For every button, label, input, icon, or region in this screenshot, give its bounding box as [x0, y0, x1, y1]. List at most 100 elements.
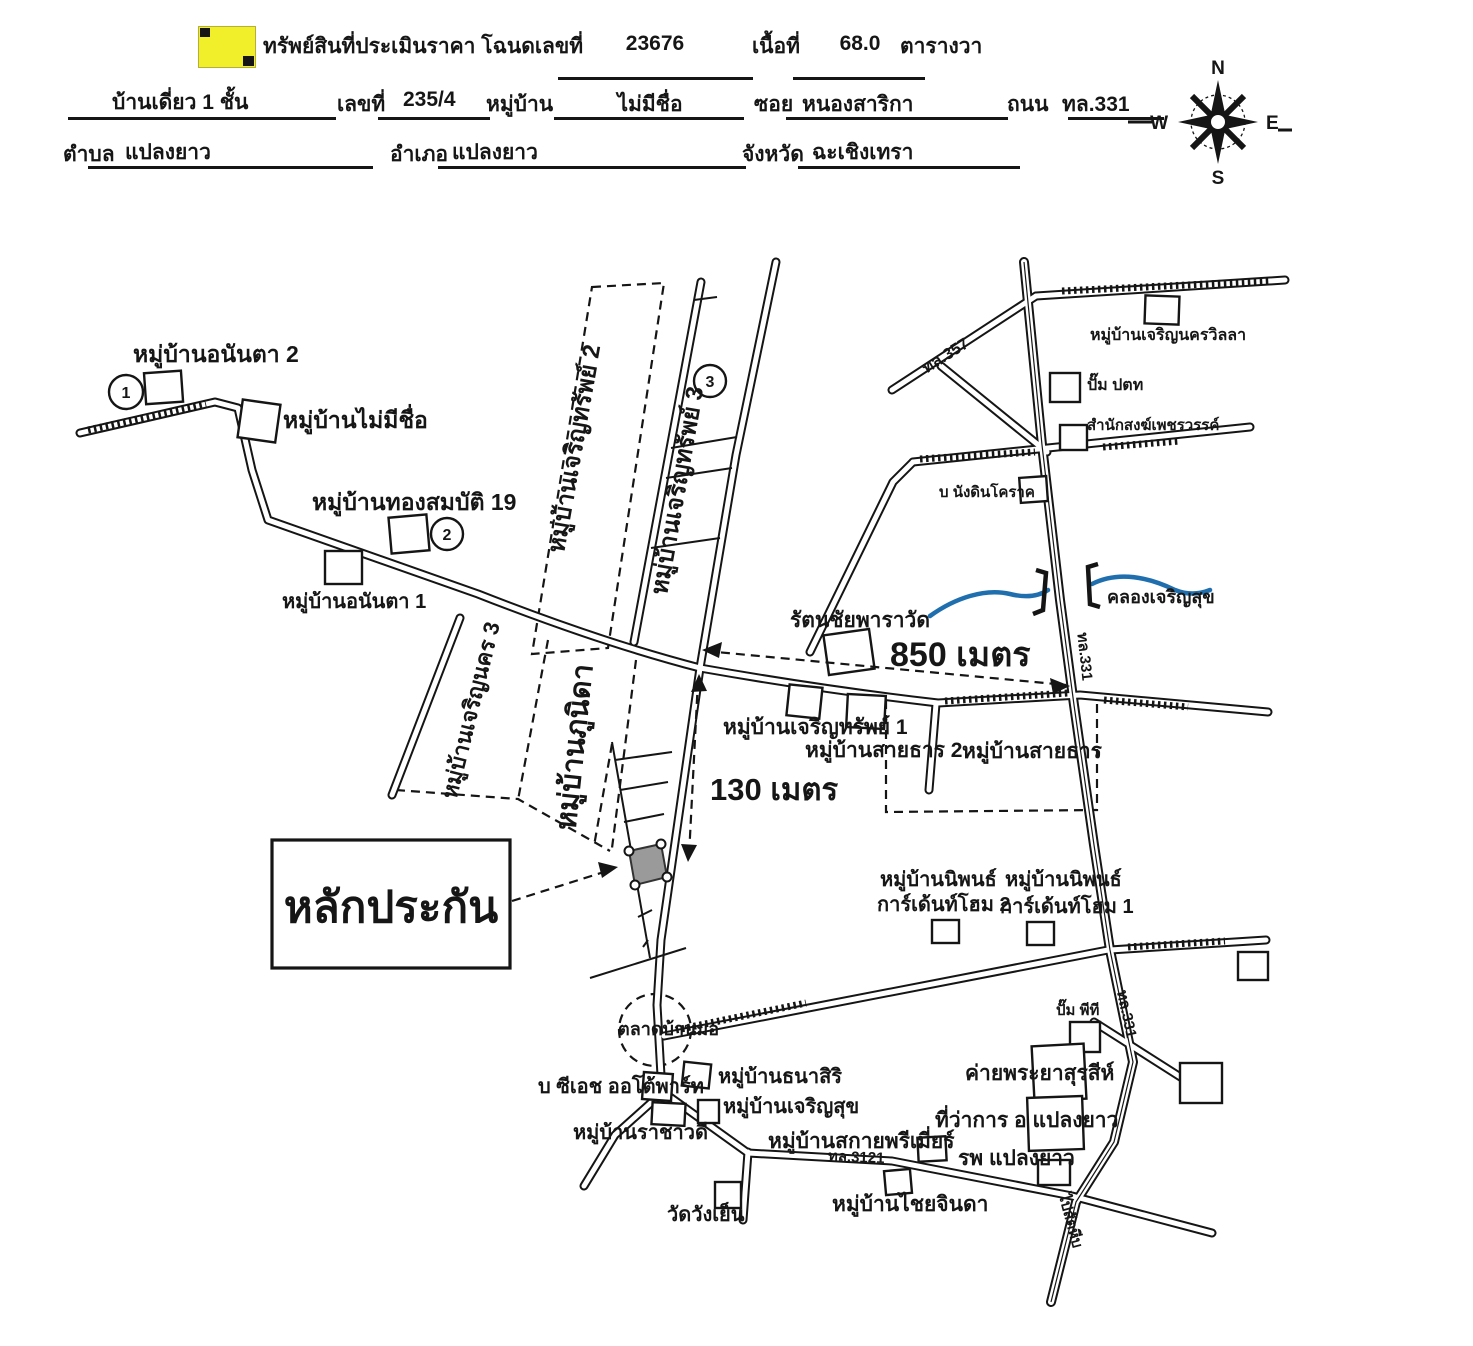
- label-village: หมู่บ้านเจริญทรัพย์ 3: [645, 384, 710, 597]
- building-square: [822, 627, 876, 677]
- building-square: [1068, 1020, 1102, 1054]
- compass-hub: [1209, 113, 1227, 131]
- underline: [1068, 117, 1164, 120]
- building-square: [882, 1167, 914, 1197]
- building-square: [1017, 474, 1050, 505]
- building-square: [1025, 920, 1056, 947]
- village-label: หมู่บ้าน: [486, 93, 554, 116]
- label-village: หมู่บ้านเจริญทรัพย์ 1: [723, 715, 908, 741]
- label-village: หมู่บ้านไชยจินดา: [832, 1191, 988, 1218]
- label-village: หมู่บ้านอนันตา 2: [133, 341, 299, 369]
- house-no-value: 235/4: [403, 88, 456, 111]
- collateral-plot: [627, 842, 669, 887]
- marker-circle-1: [107, 373, 145, 411]
- zone-phunida-edge: [610, 659, 638, 849]
- label-village: หมู่บ้านสายธาร: [962, 739, 1103, 765]
- collateral-callout: หลักประกัน: [270, 838, 512, 970]
- compass-west-label: W: [1150, 113, 1168, 134]
- label-village: หมู่บ้านนิพนธ์: [1005, 868, 1122, 893]
- underline: [378, 117, 490, 120]
- building-square: [1178, 1061, 1224, 1105]
- building-square: [1236, 950, 1270, 982]
- marker-circle-2: [429, 516, 465, 552]
- label-village: การ์เด้นท์โฮม 1: [1000, 894, 1134, 918]
- canal-east: [1089, 574, 1213, 596]
- label-gas-station: ปั๊ม พีที: [1056, 998, 1099, 1019]
- plot-strip-dash: [592, 743, 614, 847]
- compass-east-label: E: [1266, 113, 1279, 134]
- district-label: อำเภอ: [390, 143, 449, 166]
- numbered-markers: 1 2 3: [107, 363, 728, 552]
- underline: [558, 77, 753, 80]
- house-type: บ้านเดี่ยว 1 ชั้น: [112, 91, 249, 114]
- subdistrict-label: ตำบล: [63, 143, 115, 166]
- building-square: [640, 1070, 675, 1103]
- label-village: หมู่บ้านเจริญนครวิลลา: [1090, 326, 1246, 346]
- underline: [554, 117, 744, 120]
- marker-number-3: 3: [706, 374, 715, 391]
- house-no-label: เลขที่: [337, 93, 386, 116]
- marker-circle-3: [692, 363, 728, 399]
- building-square: [844, 692, 888, 731]
- building-square: [650, 1100, 687, 1128]
- label-village: หมู่บ้านไม่มีชื่อ: [283, 403, 428, 435]
- soi-value: หนองสาริกา: [802, 93, 914, 116]
- building-square: [785, 683, 824, 721]
- zone-nakhon3-edge: [516, 639, 550, 801]
- building-square: [713, 1180, 743, 1210]
- building-square: [1036, 1158, 1072, 1187]
- label-village: หมู่บ้านธนาสิริ: [718, 1065, 842, 1090]
- label-distance-850: 850 เมตร: [890, 636, 1031, 674]
- underline: [798, 166, 1020, 169]
- label-village: หมู่บ้านภูนิดา: [550, 662, 600, 831]
- label-place: บ นังดินโคราค: [939, 482, 1035, 501]
- underline: [438, 166, 746, 169]
- marker-number-1: 1: [122, 385, 131, 402]
- label-canal: คลองเจริญสุข: [1107, 587, 1215, 609]
- legend-color-swatch: [198, 26, 256, 68]
- underline: [786, 117, 1008, 120]
- underline: [793, 77, 925, 80]
- building-square: [680, 1060, 713, 1090]
- label-road-331: ทล.331: [1073, 632, 1095, 682]
- zone-saithan: [884, 700, 1099, 814]
- label-village: การ์เด้นท์โฮม 2: [877, 892, 1011, 916]
- soi-label: ซอย: [754, 93, 794, 116]
- deed-number: 23676: [625, 32, 685, 55]
- road-label: ถนน: [1007, 93, 1049, 116]
- building-square: [916, 1135, 948, 1163]
- building-square: [930, 918, 961, 945]
- province-label: จังหวัด: [742, 143, 804, 166]
- label-road-3121: ทล.3121: [828, 1148, 885, 1167]
- label-place: บ ซีเอช ออโต้พาร์ท: [538, 1074, 704, 1098]
- area-unit: ตารางวา: [900, 35, 983, 58]
- bridge-bracket-icon: [1085, 561, 1101, 610]
- road-value: ทล.331: [1062, 93, 1130, 116]
- label-village: หมู่บ้านสกายพรีเมี่ยร์: [768, 1125, 955, 1155]
- label-village: หมู่บ้านอนันตา 1: [282, 590, 426, 615]
- building-square: [1048, 371, 1082, 404]
- label-district-office: ที่ว่าการ อ แปลงยาว: [935, 1104, 1118, 1132]
- buildings: [142, 294, 1270, 1210]
- label-village: หมู่บ้านราชาวดี: [573, 1121, 708, 1146]
- label-temple: วัดวังเย็น: [667, 1201, 745, 1226]
- label-village: หมู่บ้านทองสมบัติ 19: [312, 489, 516, 517]
- label-temple: รัตนชัยพาราวัด: [790, 609, 930, 632]
- label-gas-station: ปั๊ม ปตท: [1087, 372, 1143, 394]
- building-square: [696, 1098, 721, 1125]
- label-village: หมู่บ้านนิพนธ์: [880, 868, 997, 893]
- collateral-box: [270, 838, 512, 970]
- building-square: [1058, 423, 1089, 452]
- bridge-bracket-icon: [1032, 567, 1049, 617]
- zone-charoensap2: [530, 281, 666, 656]
- building-square: [236, 398, 282, 444]
- canal-west: [927, 587, 1051, 619]
- building-square: [323, 549, 364, 586]
- header: ทรัพย์สินที่ประเมินราคา โฉนดเลขที่ 23676…: [0, 0, 1473, 200]
- collateral-label: หลักประกัน: [284, 883, 499, 932]
- plot-strips: [589, 296, 738, 979]
- label-village: หมู่บ้านสายธาร 2: [805, 738, 962, 764]
- label-camp: ค่ายพระยาสุรสีห์: [965, 1061, 1114, 1087]
- compass-north-label: N: [1211, 58, 1225, 79]
- label-distance-130: 130 เมตร: [710, 772, 838, 807]
